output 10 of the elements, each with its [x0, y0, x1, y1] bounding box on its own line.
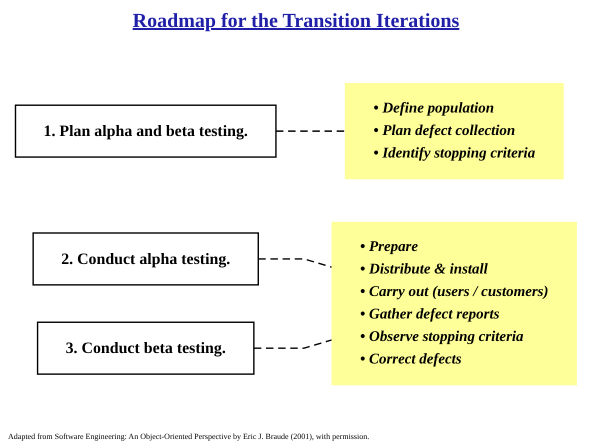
- node-box: 1. Plan alpha and beta testing.: [14, 104, 277, 158]
- title: Roadmap for the Transition Iterations: [132, 10, 460, 33]
- connector: [254, 340, 332, 350]
- node-box: • Prepare • Distribute & install • Carry out (users / customers) • Gather defect reports • Observe stopping criteria • Correct defects: [332, 222, 577, 386]
- caption: Adapted from Software Engineering: An Object-Oriented Perspective by Eric J. Braude (2001), with permission.: [8, 432, 370, 441]
- node-box: 3. Conduct beta testing.: [36, 322, 255, 376]
- connector: [258, 258, 332, 268]
- connector: [276, 130, 346, 132]
- node-box: 2. Conduct alpha testing.: [32, 232, 259, 286]
- node-box: • Define population • Plan defect collection • Identify stopping criteria: [344, 83, 564, 180]
